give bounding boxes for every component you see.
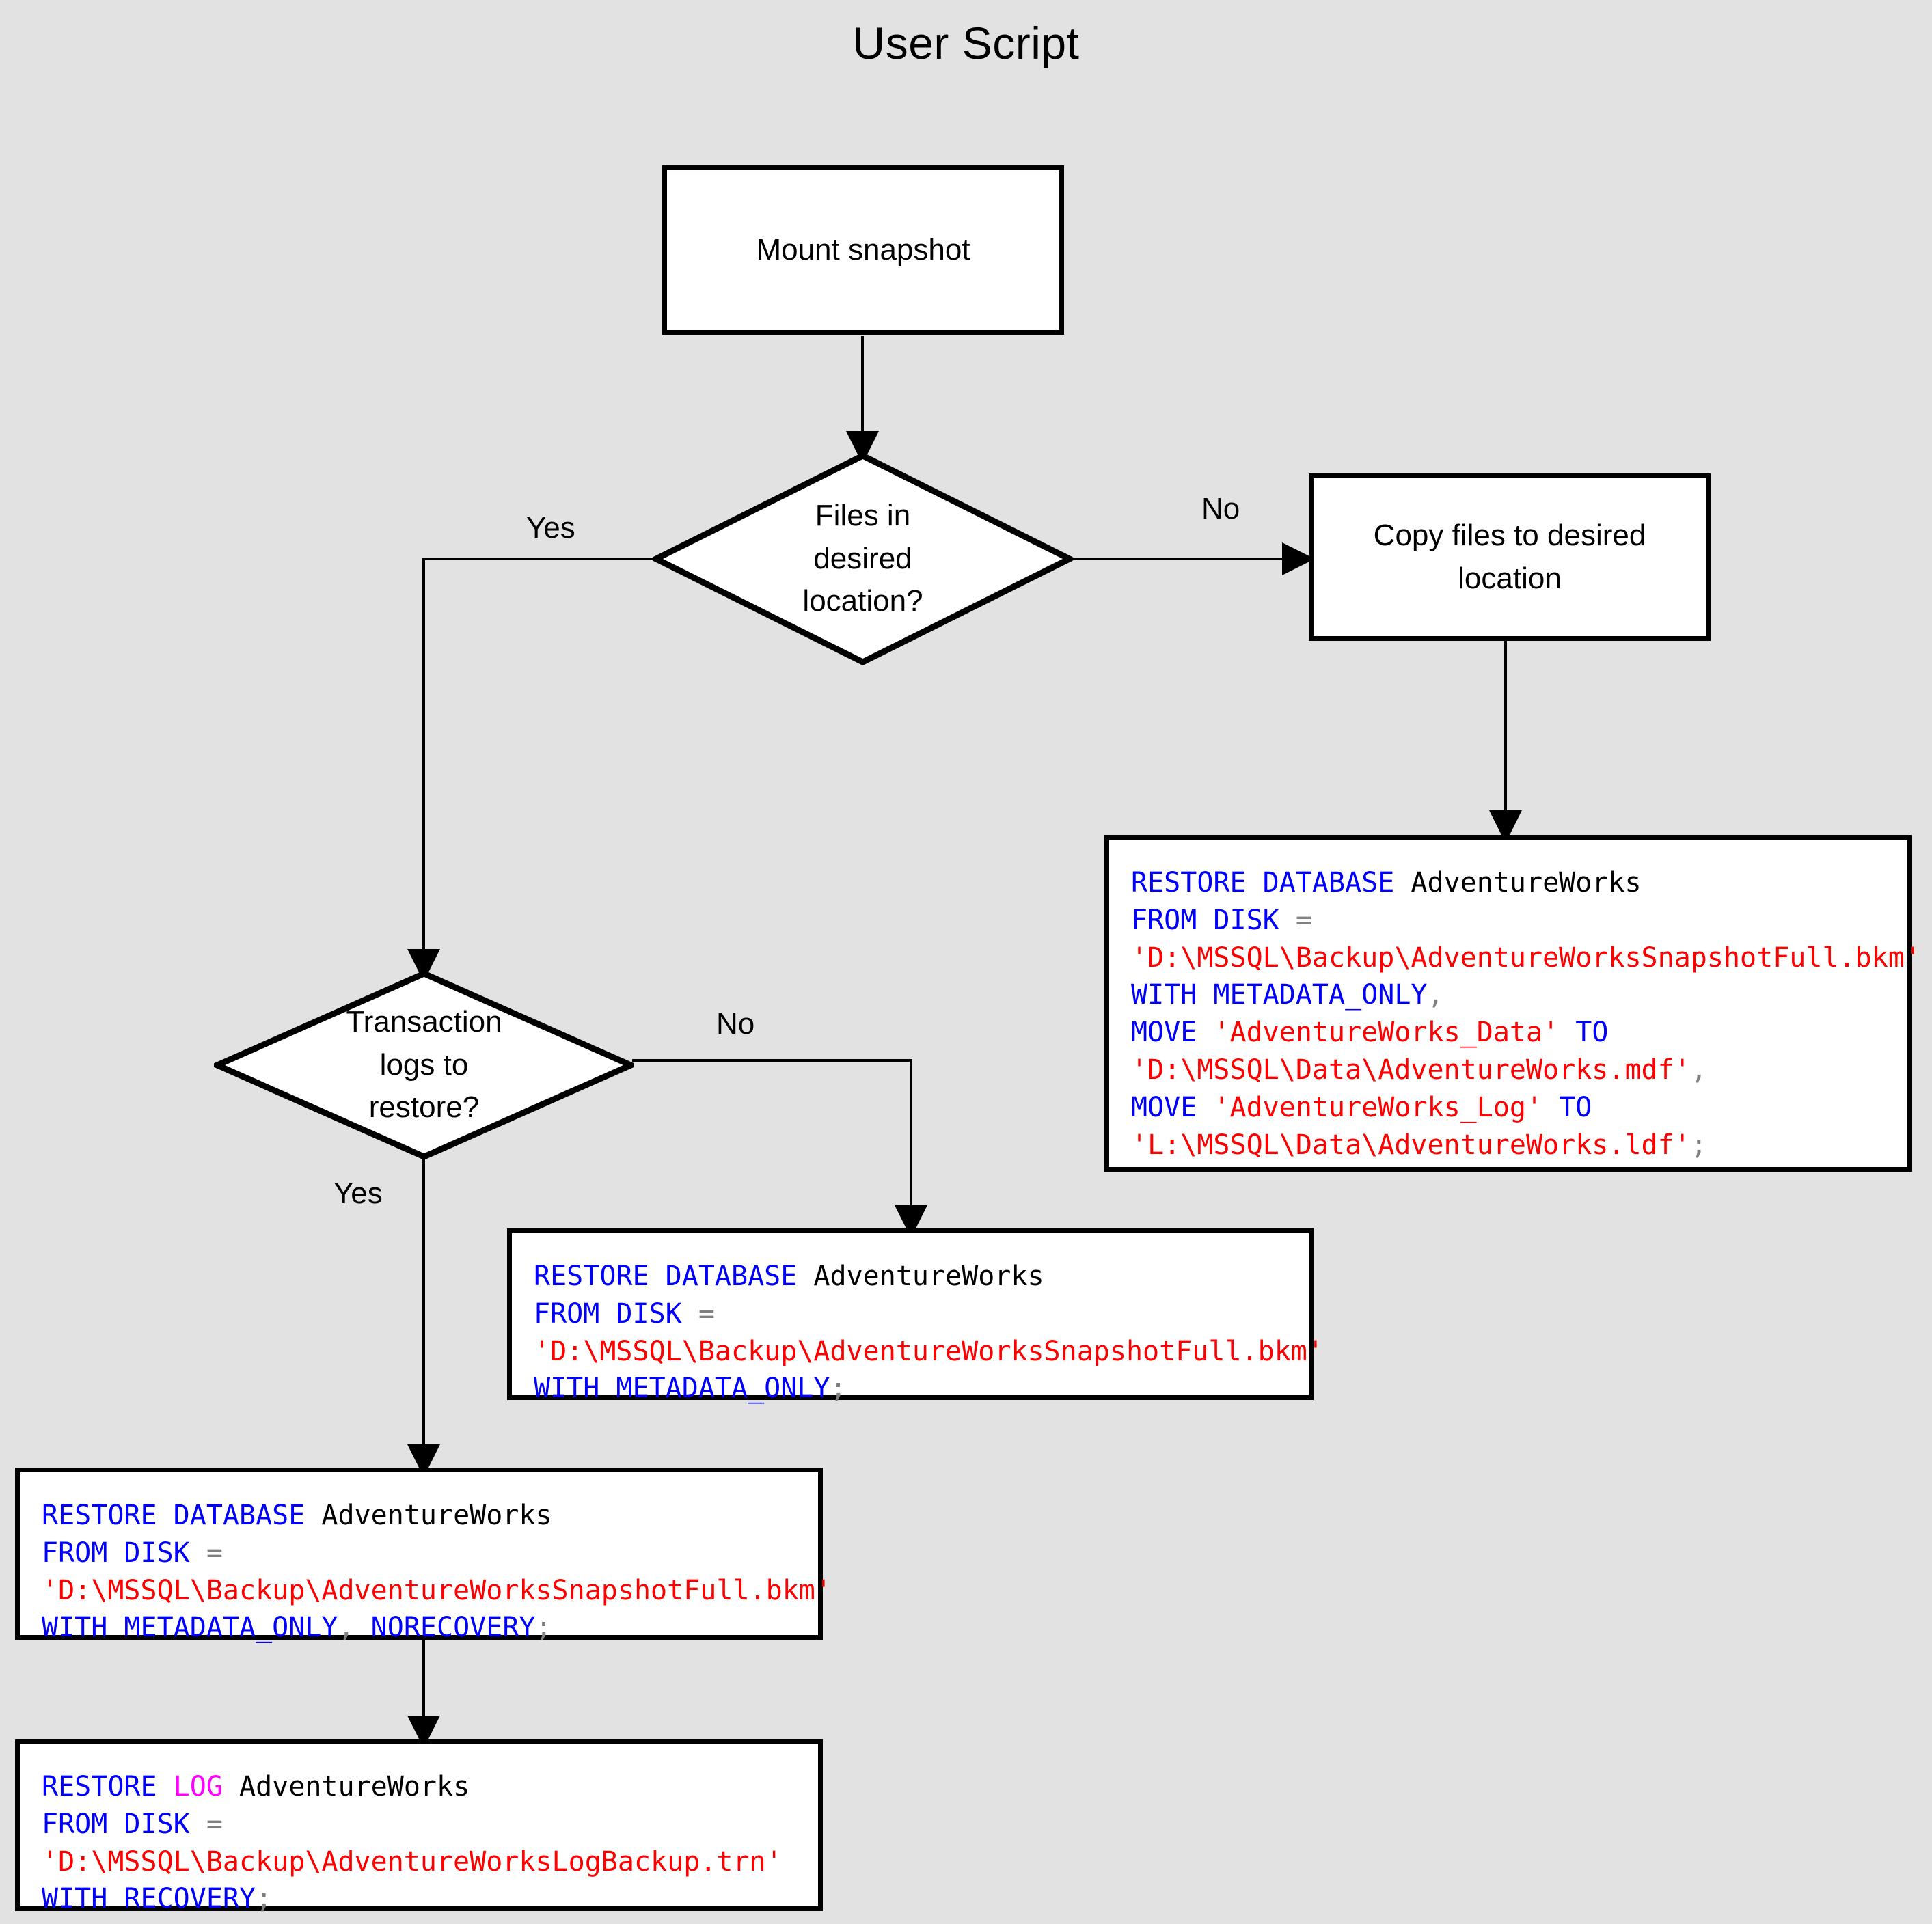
edge-label-files-no: No (1201, 492, 1240, 525)
code-token: AdventureWorks (1411, 867, 1642, 898)
code-token: = (698, 1297, 715, 1330)
code-token: 'L:\MSSQL\Data\AdventureWorks.ldf' (1131, 1129, 1691, 1161)
code-token: ; (535, 1612, 552, 1644)
code-token: RESTORE (42, 1771, 174, 1802)
edge-label-logs-no: No (716, 1007, 755, 1041)
code-token: 'D:\MSSQL\Backup\AdventureWorksSnapshotF… (534, 1335, 1324, 1367)
code-block-restore-database-metadata-only[interactable]: RESTORE DATABASE AdventureWorks FROM DIS… (507, 1228, 1324, 1404)
node-copy-files-label: Copy files to desired location (1373, 519, 1646, 595)
code-token: RESTORE DATABASE (42, 1500, 322, 1531)
code-token: 'D:\MSSQL\Backup\AdventureWorksLogBackup… (42, 1845, 783, 1878)
node-transaction-logs-to-restore[interactable]: Transaction logs to restore? (214, 970, 634, 1160)
code-token: 'D:\MSSQL\Backup\AdventureWorksSnapshotF… (42, 1574, 832, 1606)
edge-label-files-yes: Yes (526, 511, 575, 545)
code-token: 'AdventureWorks_Log' (1213, 1091, 1543, 1123)
code-token: ; (830, 1373, 847, 1405)
code-token: 'D:\MSSQL\Backup\AdventureWorksSnapshotF… (1131, 942, 1921, 974)
code-token: = (1295, 904, 1312, 936)
diamond-shape (653, 452, 1073, 665)
code-token: FROM DISK (534, 1297, 698, 1330)
code-token: WITH METADATA_ONLY (1131, 979, 1428, 1011)
node-transaction-logs-to-restore-label: Transaction logs to restore? (346, 1005, 502, 1125)
code-token: ; (1690, 1129, 1707, 1161)
node-files-in-desired-location-label: Files in desired location? (802, 499, 923, 618)
code-token: , (338, 1612, 371, 1644)
code-token: FROM DISK (42, 1537, 206, 1569)
code-token: AdventureWorks (813, 1261, 1044, 1292)
code-token: MOVE (1131, 1017, 1214, 1049)
node-mount-snapshot-label: Mount snapshot (756, 232, 970, 266)
node-copy-files[interactable]: Copy files to desired location (1309, 473, 1711, 641)
code-token: WITH METADATA_ONLY (42, 1612, 338, 1644)
code-token: = (206, 1808, 223, 1840)
page-title: User Script (852, 18, 1080, 68)
code-token: RESTORE DATABASE (534, 1261, 814, 1292)
code-token: = (206, 1537, 223, 1569)
code-token: AdventureWorks (321, 1500, 552, 1531)
code-block-restore-log-recovery[interactable]: RESTORE LOG AdventureWorks FROM DISK = '… (15, 1739, 823, 1915)
code-token: FROM DISK (42, 1808, 206, 1840)
code-token: FROM DISK (1131, 904, 1296, 936)
node-files-in-desired-location[interactable]: Files in desired location? (653, 452, 1073, 665)
code-token: AdventureWorks (239, 1771, 470, 1802)
code-token: ; (256, 1883, 273, 1915)
code-token: NORECOVERY (370, 1612, 536, 1644)
code-token: RESTORE DATABASE (1131, 867, 1411, 898)
diamond-shape (214, 970, 634, 1160)
code-token: TO (1542, 1091, 1592, 1123)
code-block-restore-database-with-move[interactable]: RESTORE DATABASE AdventureWorks FROM DIS… (1104, 835, 1921, 1172)
code-token: 'AdventureWorks_Data' (1213, 1017, 1560, 1049)
code-block-restore-database-norecovery[interactable]: RESTORE DATABASE AdventureWorks FROM DIS… (15, 1468, 832, 1644)
code-token: MOVE (1131, 1091, 1214, 1123)
code-token: , (1427, 979, 1444, 1011)
code-token: WITH RECOVERY (42, 1883, 256, 1915)
edge-label-logs-yes: Yes (334, 1177, 383, 1210)
code-token: TO (1559, 1017, 1609, 1049)
code-token (223, 1771, 239, 1802)
code-token: , (1690, 1054, 1707, 1086)
code-token: LOG (173, 1771, 223, 1802)
node-mount-snapshot[interactable]: Mount snapshot (662, 165, 1064, 335)
code-token: 'D:\MSSQL\Data\AdventureWorks.mdf' (1131, 1054, 1691, 1086)
code-token: WITH METADATA_ONLY (534, 1373, 830, 1405)
